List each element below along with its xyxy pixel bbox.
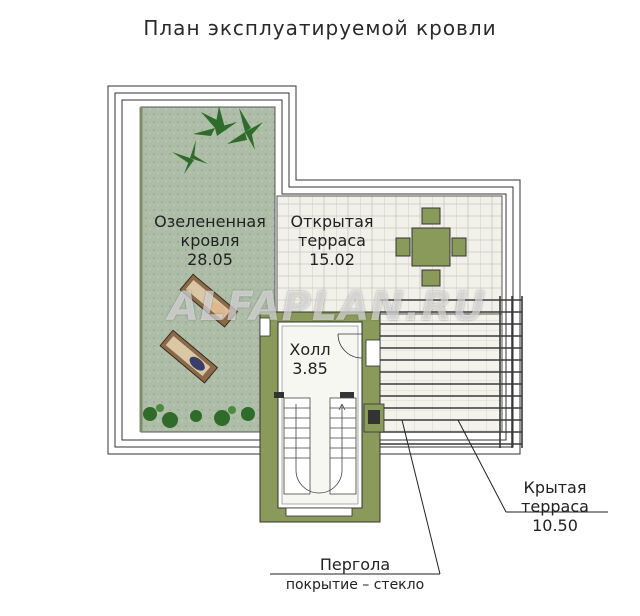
covered-terrace-label: Крытая терраса 10.50 bbox=[500, 478, 610, 535]
table-chairs-icon bbox=[395, 207, 467, 287]
green-roof-area: 28.05 bbox=[187, 250, 233, 269]
pergola-name: Пергола bbox=[319, 555, 391, 574]
leader-lines bbox=[270, 419, 608, 575]
page-title: План эксплуатируемой кровли bbox=[143, 16, 497, 40]
pergola-note: покрытие – стекло bbox=[285, 577, 425, 593]
green-roof-label: Озелененная кровля 28.05 bbox=[140, 212, 280, 269]
open-terrace-name-line2: терраса bbox=[298, 231, 366, 250]
palm-plant-icon bbox=[172, 106, 263, 174]
open-terrace-area: 15.02 bbox=[309, 250, 355, 269]
covered-terrace-name-line1: Крытая bbox=[523, 478, 587, 497]
vent-block-icon bbox=[363, 403, 385, 433]
door-swing-icon bbox=[337, 333, 363, 359]
covered-terrace-area bbox=[379, 313, 503, 433]
pergola-beams bbox=[380, 299, 522, 445]
green-roof-area bbox=[140, 106, 276, 433]
hall-label: Холл 3.85 bbox=[280, 340, 340, 378]
green-roof-name-line1: Озелененная bbox=[154, 212, 266, 231]
parapet-outline bbox=[107, 85, 521, 455]
watermark: ALFAPLAN.RU bbox=[168, 284, 487, 330]
hall-area: 3.85 bbox=[292, 359, 328, 378]
stairs-icon bbox=[283, 397, 357, 495]
shrub-icon bbox=[143, 404, 255, 428]
covered-terrace-area: 10.50 bbox=[532, 516, 578, 535]
open-terrace-label: Открытая терраса 15.02 bbox=[276, 212, 388, 269]
covered-terrace-name-line2: терраса bbox=[521, 497, 589, 516]
pergola-label: Пергола bbox=[270, 555, 440, 574]
sun-lounger-icon bbox=[159, 273, 239, 384]
green-roof-name-line2: кровля bbox=[180, 231, 240, 250]
open-terrace-name-line1: Открытая bbox=[290, 212, 374, 231]
hall-name: Холл bbox=[289, 340, 331, 359]
